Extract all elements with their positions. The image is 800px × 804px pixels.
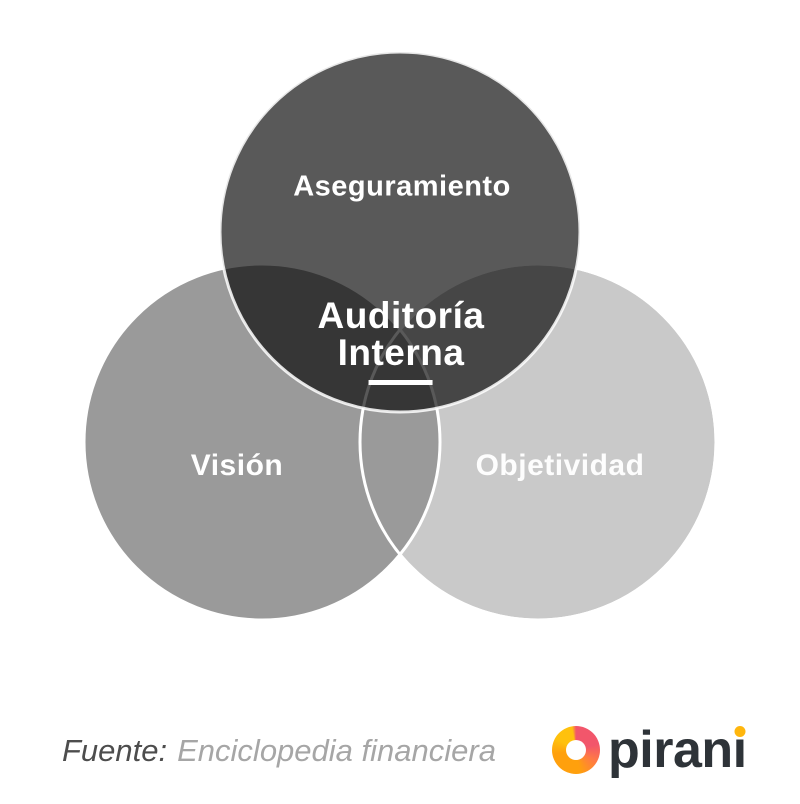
center-title-line2: Interna	[337, 332, 465, 373]
pirani-logo: piranı	[552, 724, 747, 776]
pirani-yellow-dot-icon	[734, 726, 746, 737]
pirani-wordmark-prefix: piran	[608, 721, 733, 779]
pirani-wordmark-last-i: ı	[733, 724, 747, 776]
source-line: Fuente: Enciclopedia financiera	[62, 733, 496, 769]
aseguramiento-circle	[218, 50, 582, 414]
vision-label: Visión	[190, 449, 284, 482]
pirani-wordmark: piranı	[608, 724, 747, 776]
source-text: Enciclopedia financiera	[177, 733, 496, 768]
objetividad-label: Objetividad	[475, 449, 645, 482]
pirani-ring-icon	[552, 726, 600, 774]
center-title-underline	[368, 380, 433, 385]
center-title-line1: Auditoría	[317, 295, 485, 336]
pirani-last-i-stem: ı	[732, 721, 747, 779]
aseguramiento-label: Aseguramiento	[293, 170, 511, 203]
source-label: Fuente:	[62, 733, 168, 768]
center-title: Auditoría Interna	[318, 297, 485, 385]
